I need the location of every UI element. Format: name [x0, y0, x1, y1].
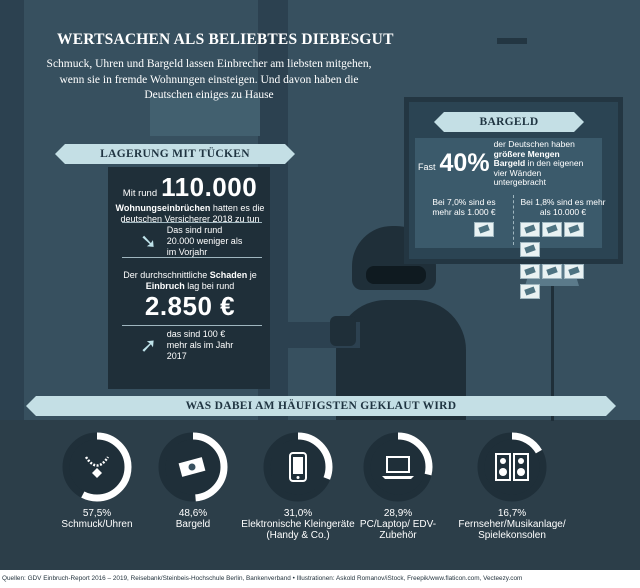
change-2-row: ➚ das sind 100 € mehr als im Jahr 2017	[140, 329, 264, 362]
count-prefix: Mit rund	[122, 188, 158, 199]
stolen-label: Schmuck/Uhren	[61, 519, 133, 530]
banner-stolen: WAS DABEI AM HÄUFIGSTEN GEKLAUT WIRD	[26, 396, 616, 416]
divider-3	[122, 325, 262, 326]
bargeld-text: der Deutschen haben größere Mengen Barge…	[493, 139, 584, 187]
banner-bargeld: BARGELD	[434, 112, 584, 132]
banknote-icon	[520, 284, 540, 299]
banknote-icon	[564, 264, 584, 279]
smartphone-icon	[263, 432, 333, 502]
damage-amount: 2.850 €	[144, 291, 236, 321]
laptop-icon	[363, 432, 433, 502]
page-title: WERTSACHEN ALS BELIEBTES DIEBESGUT	[57, 31, 394, 48]
speaker-icon	[477, 432, 547, 502]
arrow-down-icon: ➘	[140, 231, 157, 253]
banknote-icon	[474, 222, 494, 237]
stolen-item: 28,9% PC/Laptop/ EDV-Zubehör	[348, 432, 448, 541]
stolen-label: Bargeld	[175, 519, 211, 530]
damage-text: Der durchschnittliche Schaden je Einbruc…	[123, 270, 257, 291]
source-footer: Quellen: GDV Einbruch-Report 2016 – 2019…	[0, 570, 640, 588]
banknote-icon	[564, 222, 584, 237]
lamp-pole	[551, 286, 554, 421]
stolen-percent: 16,7%	[497, 508, 527, 519]
bargeld-divider	[513, 195, 515, 245]
stolen-item: 57,5% Schmuck/Uhren	[47, 432, 147, 530]
ring-arc	[263, 432, 333, 502]
stats-panel-bg	[108, 167, 270, 389]
money-icon	[158, 432, 228, 502]
arrow-up-icon: ➚	[140, 335, 157, 357]
stolen-percent: 57,5%	[82, 508, 112, 519]
ring-arc	[477, 432, 547, 502]
change-1-row: ➘ Das sind rund 20.000 weniger als im Vo…	[140, 225, 264, 258]
window-pane	[150, 96, 260, 136]
change-2: das sind 100 € mehr als im Jahr 2017	[166, 329, 234, 361]
burglary-count-block: Mit rund 110.000 Wohnungseinbrüchen hatt…	[114, 172, 266, 225]
stolen-percent: 28,9%	[383, 508, 413, 519]
stolen-label: Fernseher/Musikanlage/ Spielekonsolen	[458, 519, 566, 541]
curtain-left	[0, 0, 24, 420]
stolen-item: 31,0% Elektronische Kleingeräte (Handy &…	[238, 432, 358, 541]
stolen-percent: 31,0%	[283, 508, 313, 519]
ring-arc	[363, 432, 433, 502]
fast-label: Fast	[418, 162, 436, 173]
stolen-percent: 48,6%	[178, 508, 208, 519]
necklace-icon	[62, 432, 132, 502]
stolen-item: 16,7% Fernseher/Musikanlage/ Spielekonso…	[452, 432, 572, 541]
ring-chart	[477, 432, 547, 502]
ring-arc	[62, 432, 132, 502]
money-stack-large	[520, 222, 606, 304]
banknote-icon	[542, 264, 562, 279]
burglar-glove	[330, 316, 356, 346]
stolen-label: Elektronische Kleingeräte (Handy & Co.)	[241, 519, 355, 541]
stolen-item: 48,6% Bargeld	[143, 432, 243, 530]
burglary-count: 110.000	[161, 172, 258, 202]
change-1: Das sind rund 20.000 weniger als im Vorj…	[166, 225, 243, 257]
page-subtitle: Schmuck, Uhren und Bargeld lassen Einbre…	[46, 58, 372, 101]
banknote-icon	[520, 264, 540, 279]
picture-hook	[497, 38, 527, 44]
divider-2	[122, 257, 262, 258]
stolen-label: PC/Laptop/ EDV-Zubehör	[359, 519, 437, 541]
money-stack-small	[474, 222, 496, 242]
bargeld-percent: 40%	[439, 149, 490, 178]
ring-chart	[62, 432, 132, 502]
banknote-icon	[520, 242, 540, 257]
count-text: hatten es die deutschen Versicherer 2018…	[120, 203, 265, 224]
ring-chart	[363, 432, 433, 502]
bargeld-left: Bei 7,0% sind es mehr als 1.000 €	[432, 197, 496, 217]
banknote-icon	[542, 222, 562, 237]
bargeld-right: Bei 1,8% sind es mehr als 10.000 €	[520, 197, 606, 217]
ring-arc	[158, 432, 228, 502]
divider-1	[122, 222, 262, 223]
count-text-bold: Wohnungseinbrüchen	[115, 203, 211, 213]
banknote-icon	[520, 222, 540, 237]
burglar-mask	[366, 266, 426, 284]
bargeld-headline: Fast 40% der Deutschen haben größere Men…	[418, 139, 608, 188]
banner-lagerung: LAGERUNG MIT TÜCKEN	[55, 144, 295, 164]
